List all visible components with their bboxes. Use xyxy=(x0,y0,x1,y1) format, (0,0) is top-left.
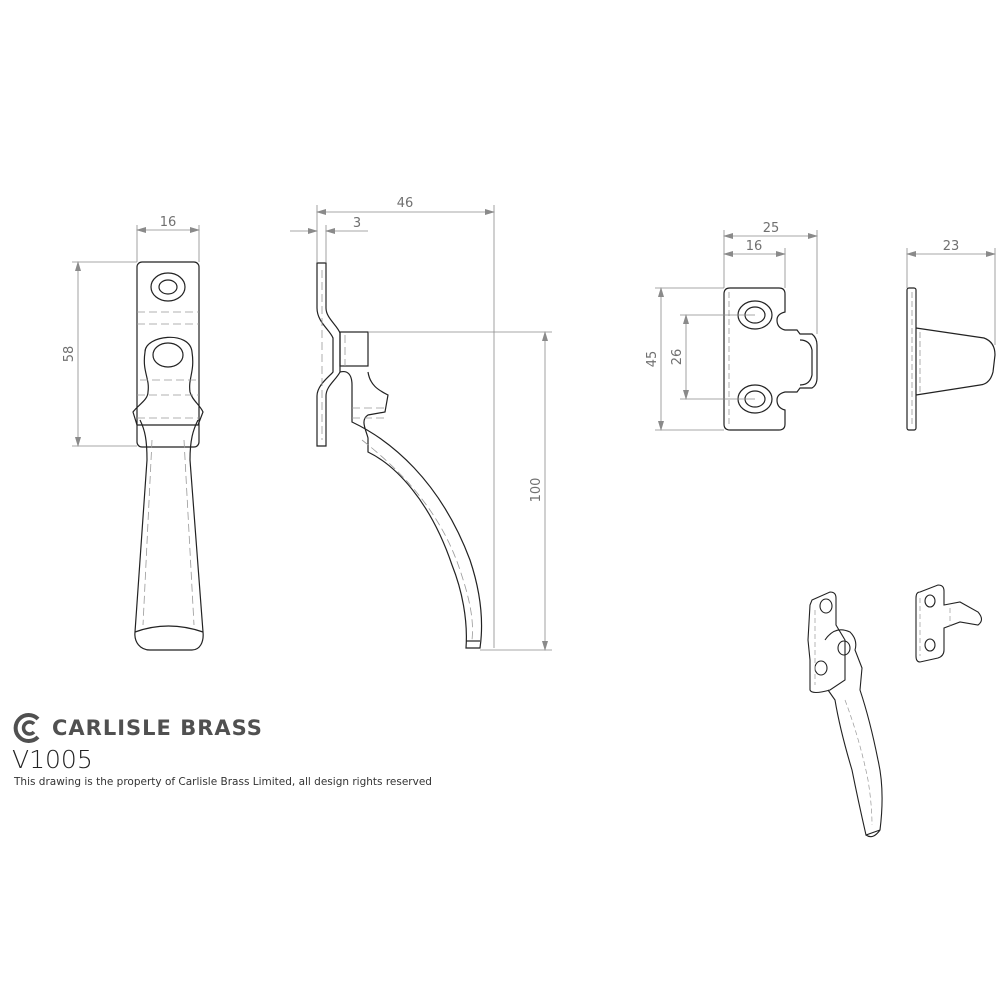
copyright-notice: This drawing is the property of Carlisle… xyxy=(14,776,432,788)
dim-keep-projection: 23 xyxy=(943,239,960,254)
handle-side-view xyxy=(316,262,483,649)
dim-plate-thickness: 3 xyxy=(353,216,361,231)
dim-keep-overall-width: 25 xyxy=(763,221,780,236)
keep-front-dimensions xyxy=(655,230,818,431)
dim-handle-height: 58 xyxy=(62,346,77,363)
dim-handle-depth: 46 xyxy=(397,196,414,211)
handle-front-view xyxy=(132,261,204,651)
keep-side-dimensions xyxy=(906,248,996,345)
cb-logo-icon xyxy=(13,713,40,743)
dim-keep-plate-width: 16 xyxy=(746,239,763,254)
dim-keep-hole-spacing: 26 xyxy=(670,349,685,366)
keep-front-view xyxy=(723,287,818,431)
model-number: V1005 xyxy=(12,745,93,774)
isometric-view xyxy=(807,584,983,838)
brand-block: CARLISLE BRASS xyxy=(12,713,263,743)
handle-side-dimensions xyxy=(290,205,552,651)
dim-handle-width: 16 xyxy=(160,215,177,230)
dim-handle-length: 100 xyxy=(529,478,544,503)
brand-name: CARLISLE BRASS xyxy=(52,716,263,740)
handle-front-dimensions xyxy=(72,225,200,447)
dim-keep-height: 45 xyxy=(645,351,660,368)
keep-side-view xyxy=(906,287,996,431)
